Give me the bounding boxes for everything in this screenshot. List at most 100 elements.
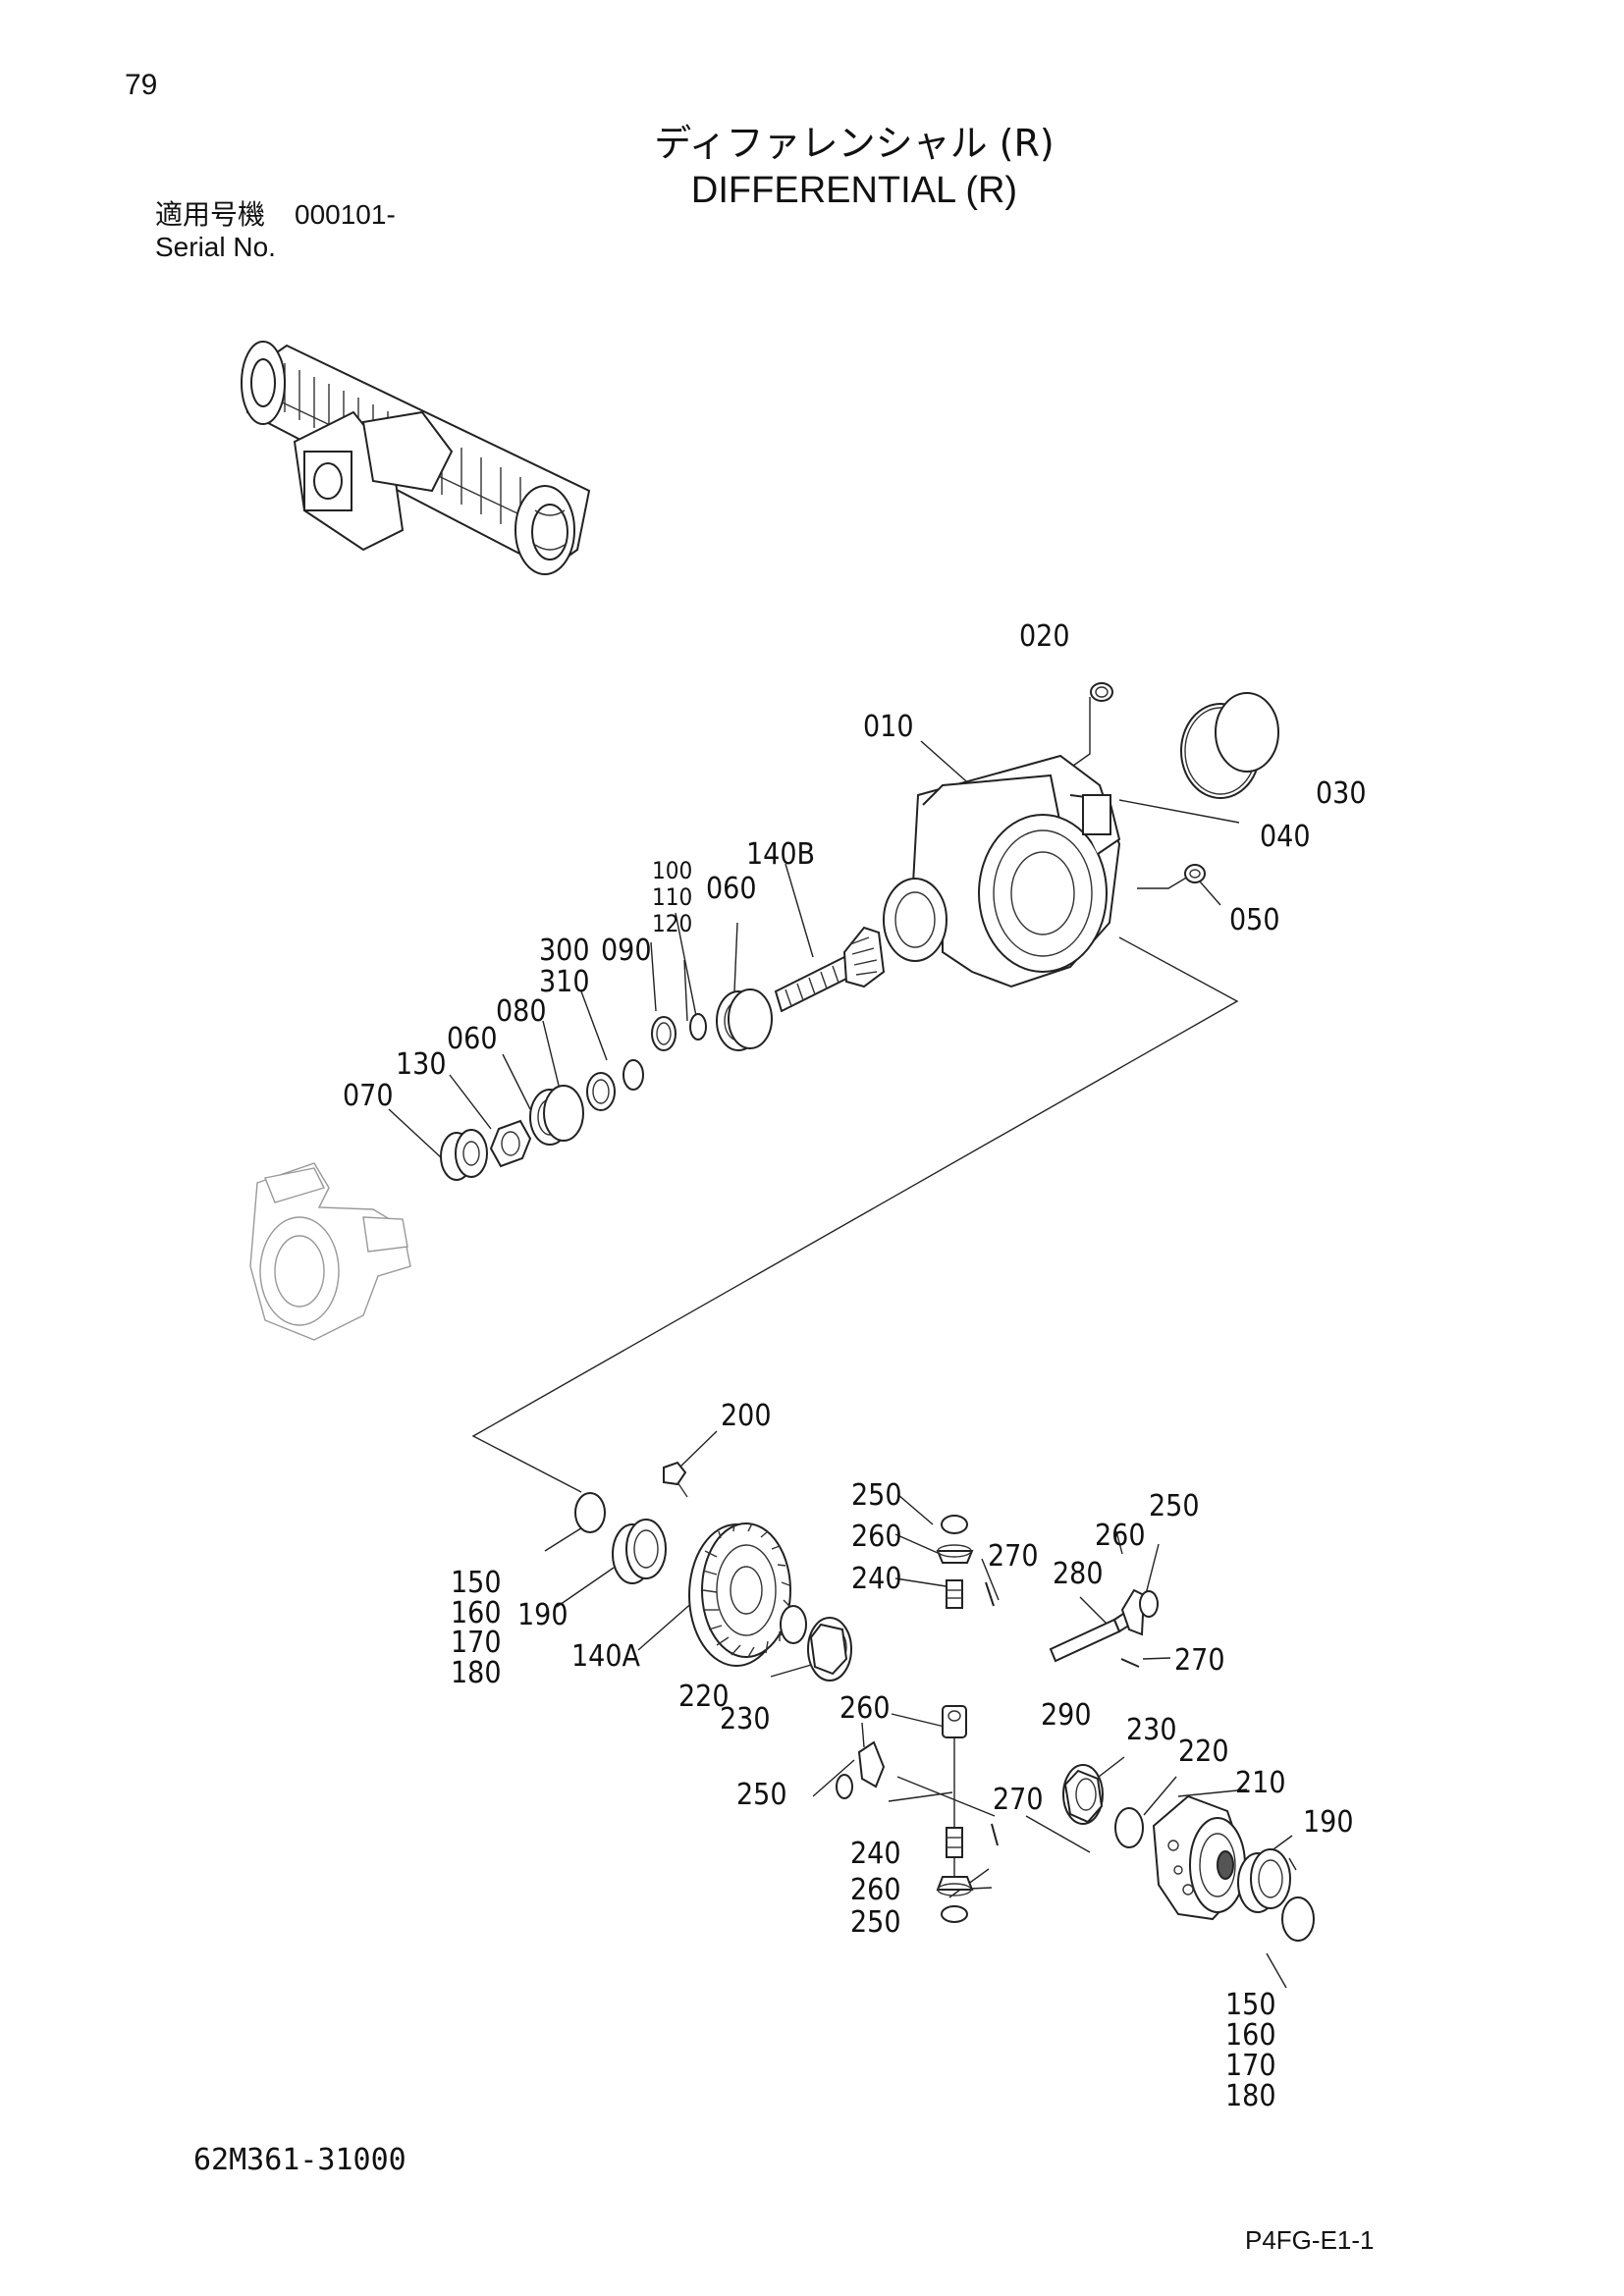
- callout-180-right: 180: [1225, 2079, 1276, 2113]
- washer-250-right: [1139, 1590, 1159, 1618]
- serial-value: 000101-: [295, 199, 396, 230]
- pinion-shaft-140B: [774, 926, 886, 1013]
- callout-labels: 020 010 030 040 050 140B 100 110 120 060…: [343, 619, 1367, 2113]
- callout-070: 070: [343, 1079, 394, 1113]
- callout-160-right: 160: [1225, 2018, 1276, 2053]
- callout-100: 100: [652, 857, 692, 884]
- callout-180-left: 180: [451, 1656, 502, 1690]
- callout-080: 080: [496, 994, 547, 1029]
- seal-080-inner: [592, 1079, 610, 1104]
- callout-060-lower: 060: [447, 1022, 498, 1056]
- yoke-ghost: [249, 1162, 411, 1341]
- callout-260-bottom: 260: [850, 1873, 901, 1907]
- serial-label-en: Serial No.: [155, 232, 276, 262]
- callout-120: 120: [652, 910, 692, 937]
- connector-line: [471, 936, 1239, 1493]
- callout-140A: 140A: [571, 1639, 641, 1674]
- callout-280: 280: [1053, 1557, 1104, 1591]
- callout-260-top: 260: [851, 1520, 902, 1554]
- callout-150-right: 150: [1225, 1988, 1276, 2022]
- bearing-190-right: [1237, 1848, 1291, 1913]
- callout-010: 010: [863, 710, 914, 744]
- callout-200: 200: [721, 1399, 772, 1433]
- callout-210: 210: [1235, 1766, 1286, 1800]
- pinion-gear-260-left: [857, 1740, 886, 1789]
- callout-260-right: 260: [1095, 1519, 1146, 1553]
- pinion-shaft-280: [1049, 1608, 1137, 1663]
- bearing-060-upper: [716, 988, 773, 1051]
- thrust-washer-220-right: [1114, 1807, 1144, 1848]
- callout-110: 110: [652, 883, 692, 911]
- o-ring-150-right: [1281, 1896, 1315, 1942]
- page-code: P4FG-E1-1: [1245, 2225, 1375, 2255]
- bearing-190-left: [612, 1519, 667, 1584]
- callout-170-right: 170: [1225, 2049, 1276, 2083]
- collar-300-310: [651, 1016, 677, 1051]
- callout-260-left: 260: [839, 1691, 891, 1726]
- callout-270-top: 270: [988, 1539, 1039, 1574]
- spring-pin-270-right: [1120, 1658, 1140, 1668]
- callout-130: 130: [396, 1047, 447, 1082]
- callout-140B: 140B: [746, 837, 815, 872]
- callout-020: 020: [1019, 619, 1070, 654]
- ring-gear-140A: [688, 1522, 791, 1667]
- serial-label-jp-row: 適用号機 000101-: [155, 193, 396, 233]
- axle-assembly-overview: [241, 341, 591, 575]
- callout-150-left: 150: [451, 1566, 502, 1600]
- washer-250-left: [836, 1774, 853, 1799]
- callout-230-right: 230: [1126, 1713, 1177, 1747]
- callout-040: 040: [1260, 820, 1311, 854]
- page-number: 79: [125, 69, 158, 101]
- plug-050: [1184, 864, 1206, 883]
- title-english: DIFFERENTIAL (R): [690, 170, 1018, 211]
- callout-240-bottom: 240: [850, 1837, 901, 1871]
- spacer-090: [623, 1059, 644, 1091]
- side-gear-230-left: [807, 1617, 852, 1682]
- nut-130: [489, 1119, 532, 1168]
- callout-250-left: 250: [736, 1778, 787, 1812]
- differential-case-210: [1152, 1794, 1246, 1921]
- callout-050: 050: [1229, 903, 1280, 937]
- flange-070: [440, 1129, 488, 1181]
- callout-220-left: 220: [678, 1680, 730, 1714]
- callout-030: 030: [1316, 776, 1367, 811]
- pinion-gear-260-top: [936, 1544, 974, 1564]
- o-ring-150-left: [574, 1492, 606, 1533]
- callout-190-right: 190: [1303, 1805, 1354, 1840]
- callout-270-bottom: 270: [993, 1783, 1044, 1817]
- serial-label-jp: 適用号機: [155, 198, 266, 231]
- title-japanese: ディファレンシャル (R): [654, 122, 1055, 165]
- cross-block-290: [942, 1705, 967, 1738]
- callout-160-left: 160: [451, 1596, 502, 1630]
- seal-080: [586, 1072, 616, 1111]
- pin-240-top: [946, 1579, 963, 1609]
- spring-pin-270-top: [985, 1581, 995, 1607]
- callout-250-top: 250: [851, 1478, 902, 1513]
- part-number: 62M361-31000: [193, 2143, 406, 2177]
- callout-190-left: 190: [517, 1598, 568, 1632]
- callout-290: 290: [1041, 1698, 1092, 1733]
- shim-100-110-120: [689, 1013, 707, 1041]
- callout-300: 300: [539, 934, 590, 968]
- washer-250-bottom: [941, 1905, 968, 1923]
- callout-220-right: 220: [1178, 1735, 1229, 1769]
- leader-lines-upper: [388, 697, 1273, 1159]
- bolt-200: [663, 1461, 688, 1498]
- plug-020: [1090, 682, 1113, 702]
- callout-170-left: 170: [451, 1626, 502, 1660]
- spring-pin-270-bottom: [991, 1823, 999, 1846]
- snap-ring-030: [1215, 692, 1279, 773]
- callout-250-bottom: 250: [850, 1905, 901, 1940]
- bearing-060-lower: [529, 1085, 584, 1146]
- callout-090: 090: [601, 934, 652, 968]
- callout-240-top: 240: [851, 1562, 902, 1596]
- pin-240-bottom: [946, 1827, 963, 1858]
- washer-250-top: [941, 1515, 968, 1534]
- thrust-washer-220-left: [780, 1605, 807, 1644]
- side-gear-230-right: [1062, 1764, 1104, 1825]
- callout-310: 310: [539, 965, 590, 999]
- differential-housing-010: [883, 754, 1121, 988]
- callout-250-right: 250: [1149, 1489, 1200, 1523]
- callout-060-upper: 060: [706, 872, 757, 906]
